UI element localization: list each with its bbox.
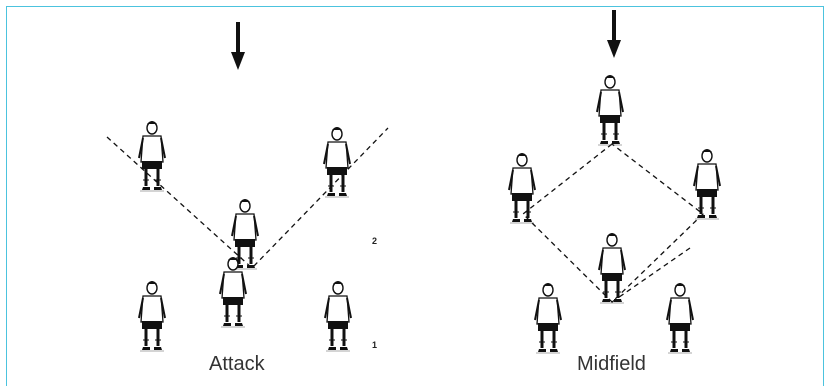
attack-player-right-wing [322,125,352,199]
attack-diagram [106,20,389,353]
attack-marker-1: 1 [372,340,378,350]
attack-player-back-right [323,279,353,353]
midfield-player-right [692,147,722,221]
midfield-caption: Midfield [577,353,646,375]
attack-direction-arrow-icon [229,20,247,72]
diagram-frame [6,6,824,386]
midfield-player-back-left [533,281,563,355]
attack-player-left-wing [137,119,167,193]
midfield-player-left [507,151,537,225]
midfield-player-top [595,73,625,147]
midfield-direction-arrow-icon [605,8,623,60]
attack-player-back-left [137,279,167,353]
midfield-player-back-right [665,281,695,355]
attack-marker-2: 2 [372,236,378,246]
attack-caption: Attack [209,353,265,375]
midfield-diagram [507,8,722,355]
